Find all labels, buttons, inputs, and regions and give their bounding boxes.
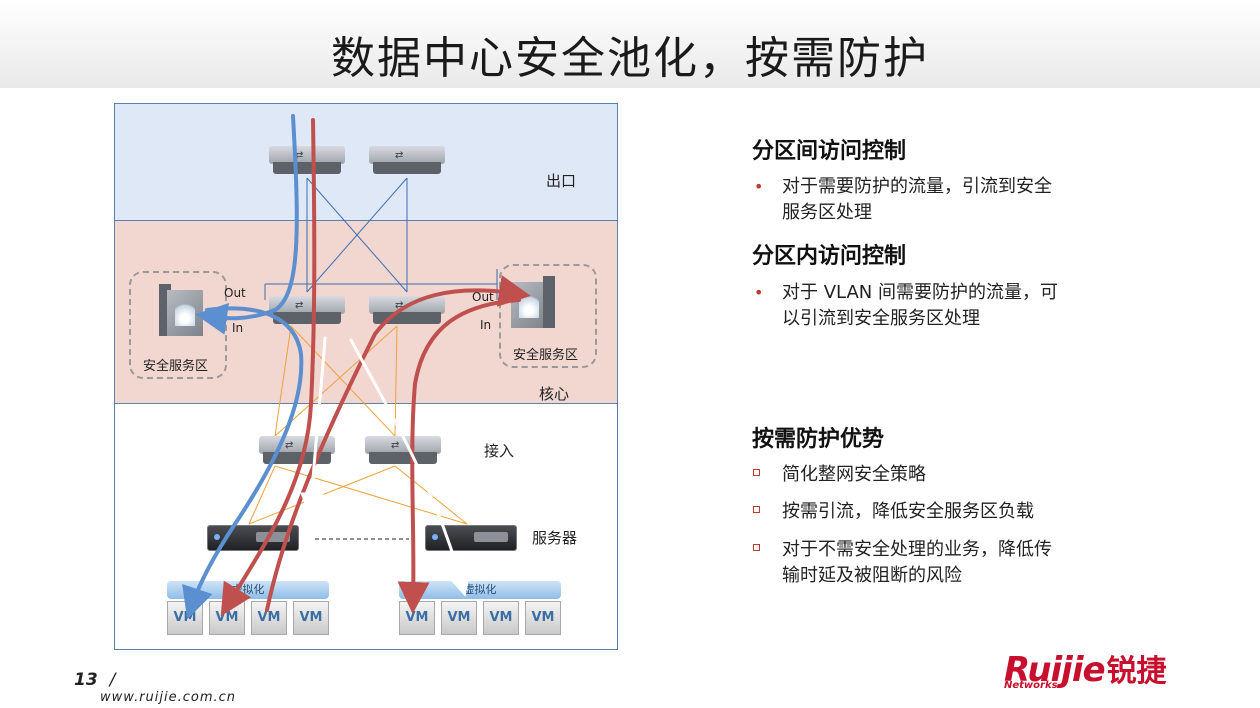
- section3-heading: 按需防护优势: [752, 427, 885, 452]
- logo-brand: Ruijie: [1004, 650, 1106, 690]
- vm-right-4: VM: [525, 601, 561, 635]
- bullet-dot-icon: •: [754, 283, 764, 302]
- network-diagram: 出口 核心 接入 服务器 安全服务区 安全服务区 Out In Out In: [114, 103, 618, 650]
- header-band: [0, 0, 1260, 88]
- in-left-label: In: [232, 321, 244, 335]
- square-bullet-icon: [753, 506, 760, 513]
- zone-core-label: 核心: [539, 385, 570, 403]
- security-zone-right-box: [499, 264, 597, 368]
- page-title: 数据中心安全池化，按需防护: [331, 33, 929, 84]
- section3-item3-line2: 输时延及被阻断的风险: [782, 565, 962, 586]
- bullet-dot-icon: •: [754, 177, 764, 196]
- section3-item1: 简化整网安全策略: [753, 462, 926, 488]
- section1-bullet-line2: 服务区处理: [782, 202, 872, 223]
- section2-bullet-line1: 对于 VLAN 间需要防护的流量，可: [782, 282, 1058, 303]
- square-bullet-icon: [753, 544, 760, 551]
- zone-exit: [115, 104, 617, 221]
- in-right-label: In: [480, 318, 492, 332]
- section2-heading: 分区内访问控制: [752, 244, 907, 269]
- vm-right-2: VM: [441, 601, 477, 635]
- server-right-icon: [425, 525, 517, 551]
- section3-item2: 按需引流，降低安全服务区负载: [753, 499, 1034, 525]
- footer-url: www.ruijie.com.cn: [100, 690, 237, 705]
- zone-exit-label: 出口: [546, 172, 577, 190]
- virtualization-right: 虚拟化: [399, 581, 561, 599]
- traffic-flows: [182, 114, 531, 620]
- exit-switch-1-icon: ⇄: [269, 146, 345, 174]
- exit-switch-2-icon: ⇄: [369, 146, 445, 174]
- out-right-label: Out: [472, 290, 494, 304]
- square-bullet-icon: [753, 469, 760, 476]
- section2-bullet-line2: 以引流到安全服务区处理: [782, 308, 980, 329]
- section3-item3: 对于不需安全处理的业务，降低传 输时延及被阻断的风险: [753, 537, 1052, 589]
- section2-bullet: • 对于 VLAN 间需要防护的流量，可 以引流到安全服务区处理: [754, 280, 1058, 332]
- section3-item3-line1: 对于不需安全处理的业务，降低传: [782, 539, 1052, 560]
- access-switch-2-icon: ⇄: [365, 436, 441, 464]
- logo-sub: Networks: [1004, 680, 1058, 691]
- section3-item1-text: 简化整网安全策略: [782, 464, 926, 485]
- vm-left-4: VM: [293, 601, 329, 635]
- vm-right-3: VM: [483, 601, 519, 635]
- zone-access-label: 接入: [484, 442, 515, 460]
- page-number: 13 /: [74, 670, 116, 690]
- section1-bullet: • 对于需要防护的流量，引流到安全 服务区处理: [754, 174, 1052, 226]
- section1-heading: 分区间访问控制: [752, 139, 907, 164]
- logo-brand-cn: 锐捷: [1106, 654, 1167, 689]
- out-left-label: Out: [224, 286, 246, 300]
- core-switch-1-icon: ⇄: [269, 296, 345, 324]
- security-zone-left-label: 安全服务区: [143, 359, 209, 374]
- ruijie-logo: Ruijie锐捷 Networks: [1004, 646, 1167, 691]
- zone-server-label: 服务器: [532, 529, 578, 547]
- security-zone-right-label: 安全服务区: [513, 348, 579, 363]
- section1-bullet-line1: 对于需要防护的流量，引流到安全: [782, 176, 1052, 197]
- section3-item2-text: 按需引流，降低安全服务区负载: [782, 501, 1034, 522]
